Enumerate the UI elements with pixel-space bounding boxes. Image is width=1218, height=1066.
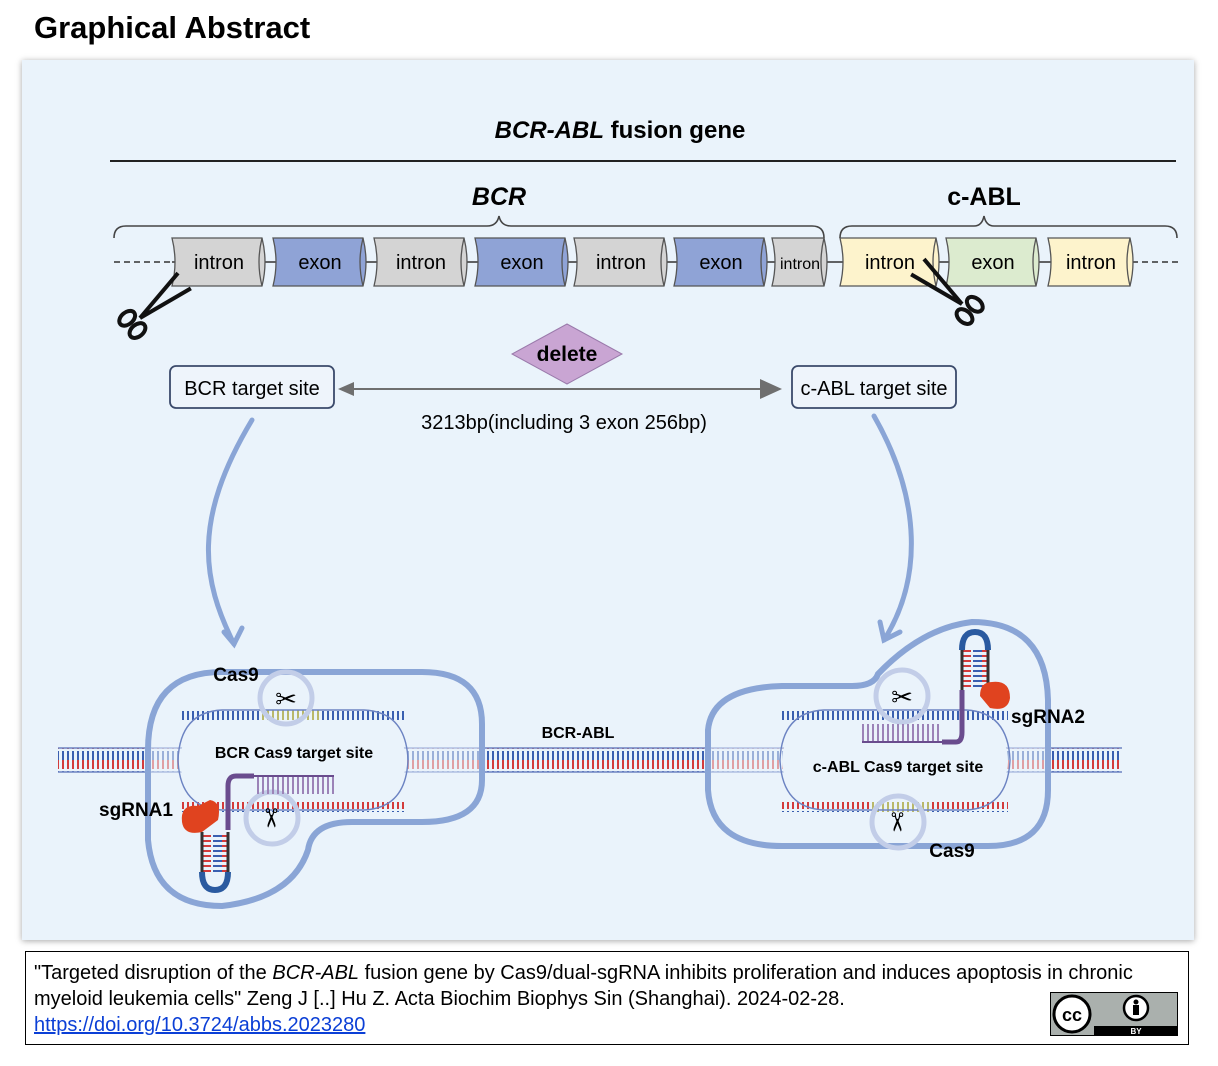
gene-segment-label: exon [699,252,742,274]
gene-segment-label: exon [298,252,341,274]
gene-segment-label: intron [396,252,446,274]
scissors-icon: ✂ [275,684,297,714]
cabl-target-site-box [791,365,957,409]
gene-segment-label: intron [1066,252,1116,274]
gene-segment-intron: intron [171,237,266,287]
sgrna2-label: sgRNA2 [1011,707,1085,728]
bcr-target-site-box [169,365,335,409]
graphical-abstract-diagram: BCR-ABL fusion gene BCR c-ABL intron exon… [22,60,1194,940]
gene-segment-exon: exon [272,237,367,287]
delete-label: delete [537,343,598,366]
gene-segment-intron: intron [573,237,668,287]
bcr-abl-label: BCR-ABL [542,725,615,742]
fusion-gene-title: BCR-ABL fusion gene [495,117,746,144]
citation-text: "Targeted disruption of the BCR-ABL fusi… [34,960,1184,1038]
distance-label: 3213bp(including 3 exon 256bp) [421,412,707,434]
bcr-brace [113,215,825,239]
bcr-target-site-label: BCR target site [184,378,320,400]
gene-segment-exon: exon [474,237,569,287]
scissors-icon [910,257,985,326]
scissors-icon [117,271,192,340]
cas9-cut-circle [257,669,315,727]
bcr-label: BCR [472,183,526,211]
sgrna2-hairpin [980,681,1010,709]
cc-by-license-badge: cc BY [1050,992,1178,1036]
cabl-target-site-label: c-ABL target site [800,378,947,400]
doi-link[interactable]: https://doi.org/10.3724/abbs.2023280 [34,1014,366,1036]
cc-icon: cc [1062,1005,1082,1025]
scissors-icon: ✂ [891,682,913,712]
gene-segment-label: intron [194,252,244,274]
gene-segment-label: intron [780,256,820,273]
gene-segment-label: exon [971,252,1014,274]
delete-diamond [510,323,624,385]
gene-segment-label: intron [865,252,915,274]
cas9-right-label: Cas9 [929,841,974,862]
cas9-left-label: Cas9 [213,665,258,686]
by-label: BY [1130,1027,1142,1036]
sgrna1-label: sgRNA1 [99,800,173,821]
gene-segment-label: exon [500,252,543,274]
left-curved-arrow [206,417,255,647]
sgrna2-strand [942,690,965,745]
cabl-brace [839,215,1178,239]
cabl-label: c-ABL [947,183,1021,211]
sgrna1-strand [225,773,254,830]
cas9-cut-circle [873,667,931,725]
right-bubble [782,716,1008,806]
citation-title-rest: fusion gene by Cas9/dual-sgRNA inhibits … [34,962,1133,1010]
gene-segment-intron-abl: intron [1047,237,1134,287]
bcr-cas9-site-label: BCR Cas9 target site [215,745,373,762]
citation-title-italic: BCR-ABL [272,962,360,984]
gene-segment-label: intron [596,252,646,274]
gene-segment-intron: intron [373,237,468,287]
scissors-icon: ✂ [256,807,286,829]
right-curved-arrow [871,413,914,643]
gene-segments: intron exon intron exon intron exon intron intr… [171,237,1134,287]
scissors-icon: ✂ [882,811,912,833]
sgrna1-hairpin [181,800,219,833]
cas9-cut-circle [869,793,927,851]
page-title: Graphical Abstract [34,10,311,45]
left-bubble [180,716,406,806]
gene-segment-exon: exon [673,237,768,287]
gene-segment-exon-abl: exon [945,237,1040,287]
gene-segment-intron: intron [771,237,828,287]
citation-box: "Targeted disruption of the BCR-ABL fusi… [25,951,1189,1045]
citation-quote-open: "Targeted disruption of the [34,962,273,984]
cabl-cas9-site-label: c-ABL Cas9 target site [813,759,984,776]
